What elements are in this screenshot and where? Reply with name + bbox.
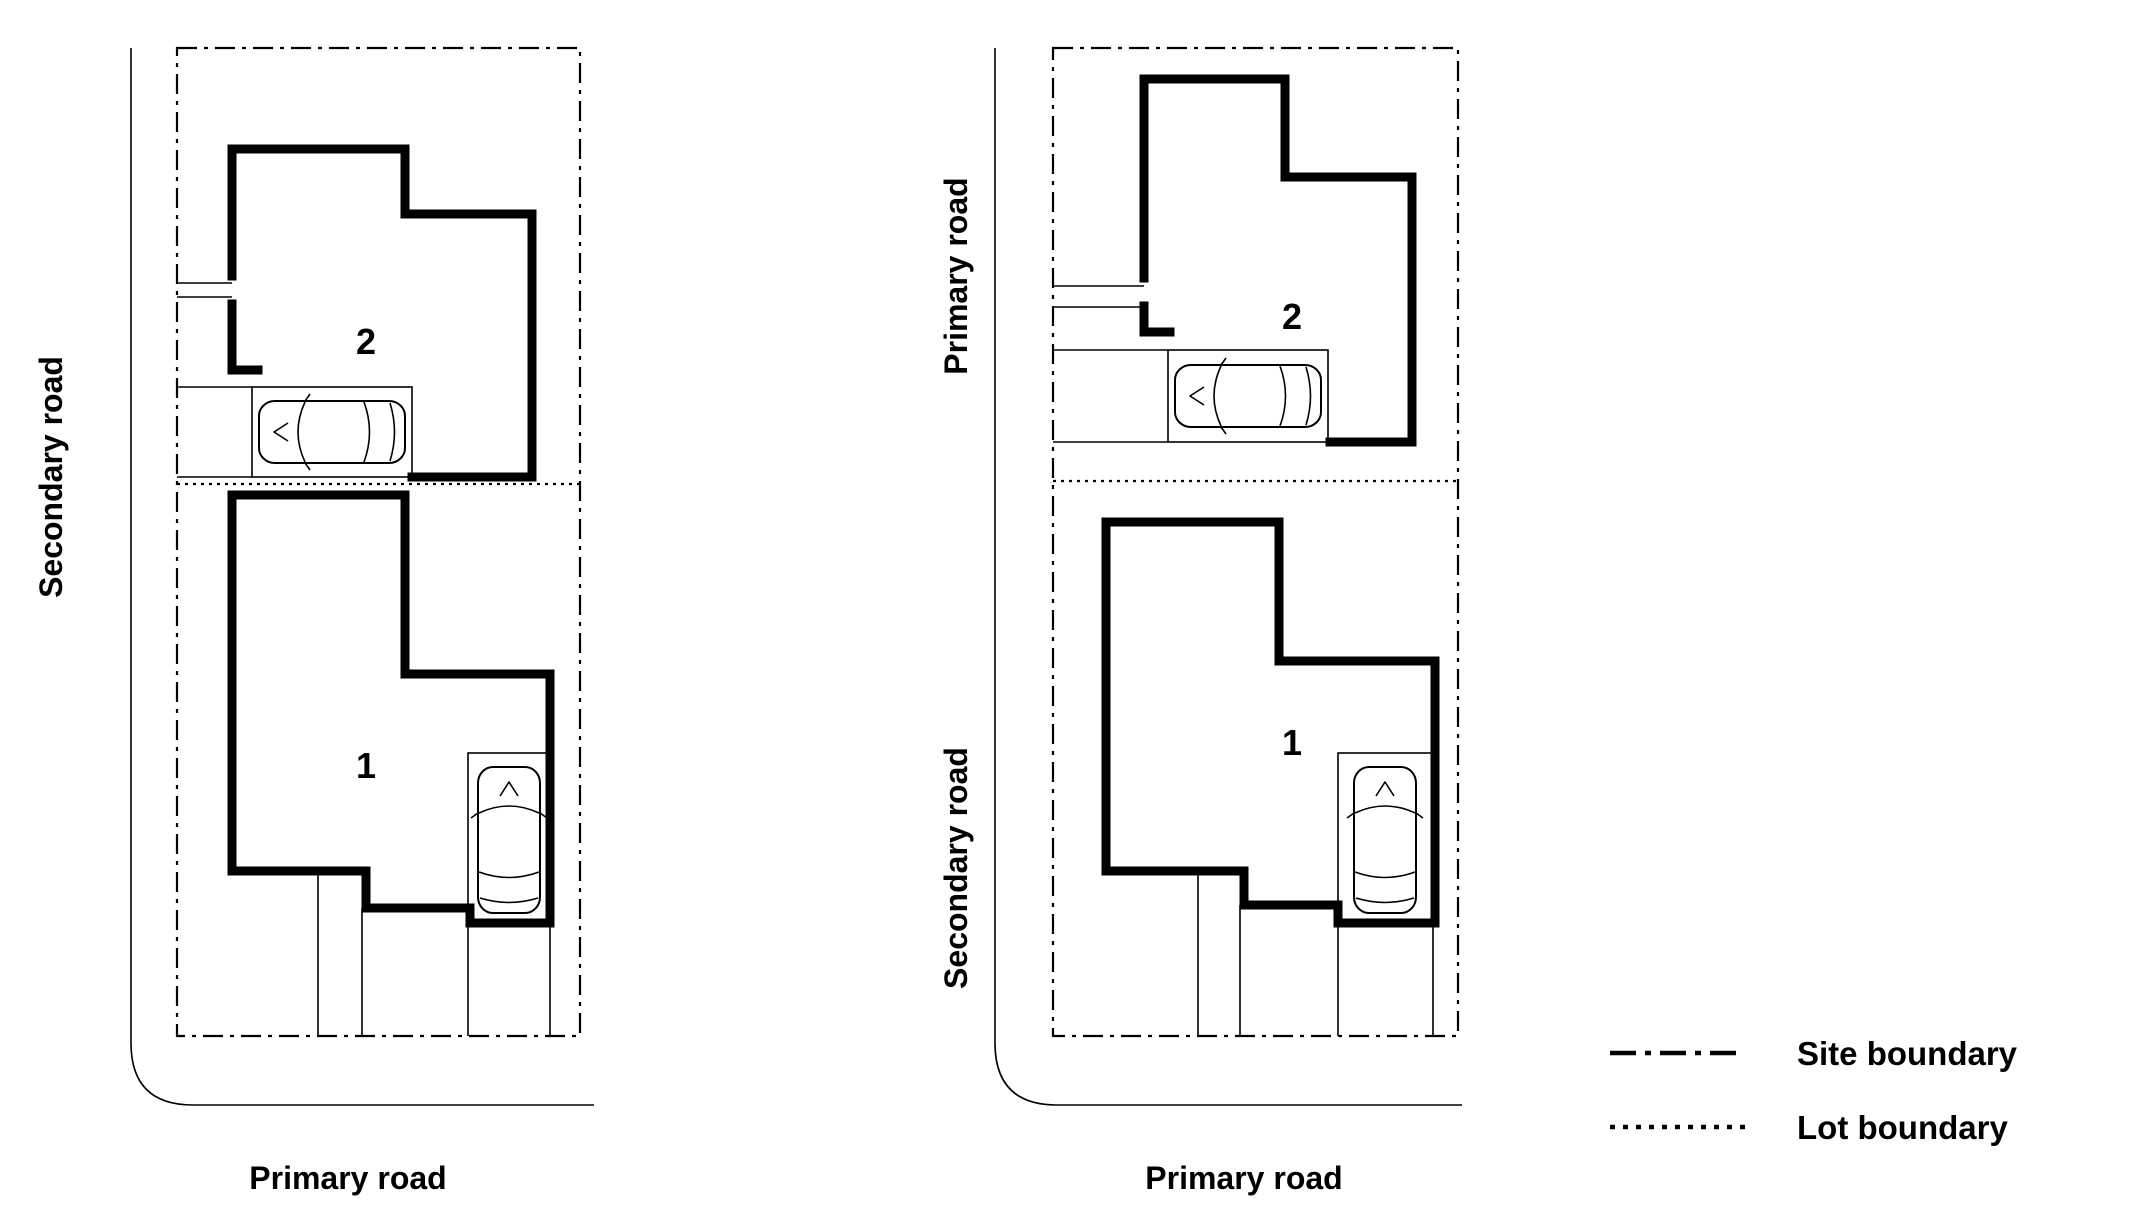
building-outline xyxy=(227,490,555,928)
driveway-lines xyxy=(177,386,252,478)
lot-number: 1 xyxy=(356,745,376,786)
site-boundary xyxy=(175,46,582,1038)
lot-1: 1 xyxy=(1101,517,1440,1036)
building-wall-left-lower xyxy=(227,299,263,375)
bottom-road-label: Primary road xyxy=(1145,1160,1342,1196)
site-boundary xyxy=(1051,46,1460,1038)
building-wall-left-lower xyxy=(1139,301,1175,337)
lot-number: 2 xyxy=(356,321,376,362)
entry-path-lines xyxy=(1053,285,1144,308)
lot-boundary-legend-label: Lot boundary xyxy=(1797,1109,2008,1146)
building-outline xyxy=(1101,517,1440,928)
entry-path-lines xyxy=(1197,871,1241,1036)
lot-number: 2 xyxy=(1282,296,1302,337)
side-top-road-label: Primary road xyxy=(938,177,974,374)
driveway-lines xyxy=(467,926,551,1036)
left-site-plan: 2 1 Secondary road Primary road xyxy=(33,46,594,1196)
building-outline xyxy=(1139,74,1417,447)
car-icon xyxy=(258,393,406,471)
entry-path-lines xyxy=(317,871,363,1036)
right-site-plan: 2 1 Primary road Secondary road Primary … xyxy=(938,46,1462,1196)
driveway-lines xyxy=(1053,349,1168,443)
driveway-lines xyxy=(1337,926,1434,1036)
road-edge-corner xyxy=(994,48,1462,1106)
building-outline xyxy=(227,144,537,482)
lot-1: 1 xyxy=(227,490,555,1036)
lot-2: 2 xyxy=(1053,74,1417,447)
site-boundary-legend-label: Site boundary xyxy=(1797,1035,2018,1072)
entry-path-lines xyxy=(177,282,232,298)
lot-2: 2 xyxy=(177,144,537,482)
legend: Site boundary Lot boundary xyxy=(1610,1035,2018,1146)
car-icon xyxy=(1174,357,1322,435)
carport-outline xyxy=(1167,349,1329,443)
car-icon xyxy=(1346,766,1424,914)
lot-number: 1 xyxy=(1282,722,1302,763)
car-icon xyxy=(470,766,548,914)
road-edge-corner xyxy=(130,48,594,1106)
bottom-road-label: Primary road xyxy=(249,1160,446,1196)
side-road-label: Secondary road xyxy=(33,356,69,598)
carport-outline xyxy=(251,386,413,478)
side-bottom-road-label: Secondary road xyxy=(938,747,974,989)
